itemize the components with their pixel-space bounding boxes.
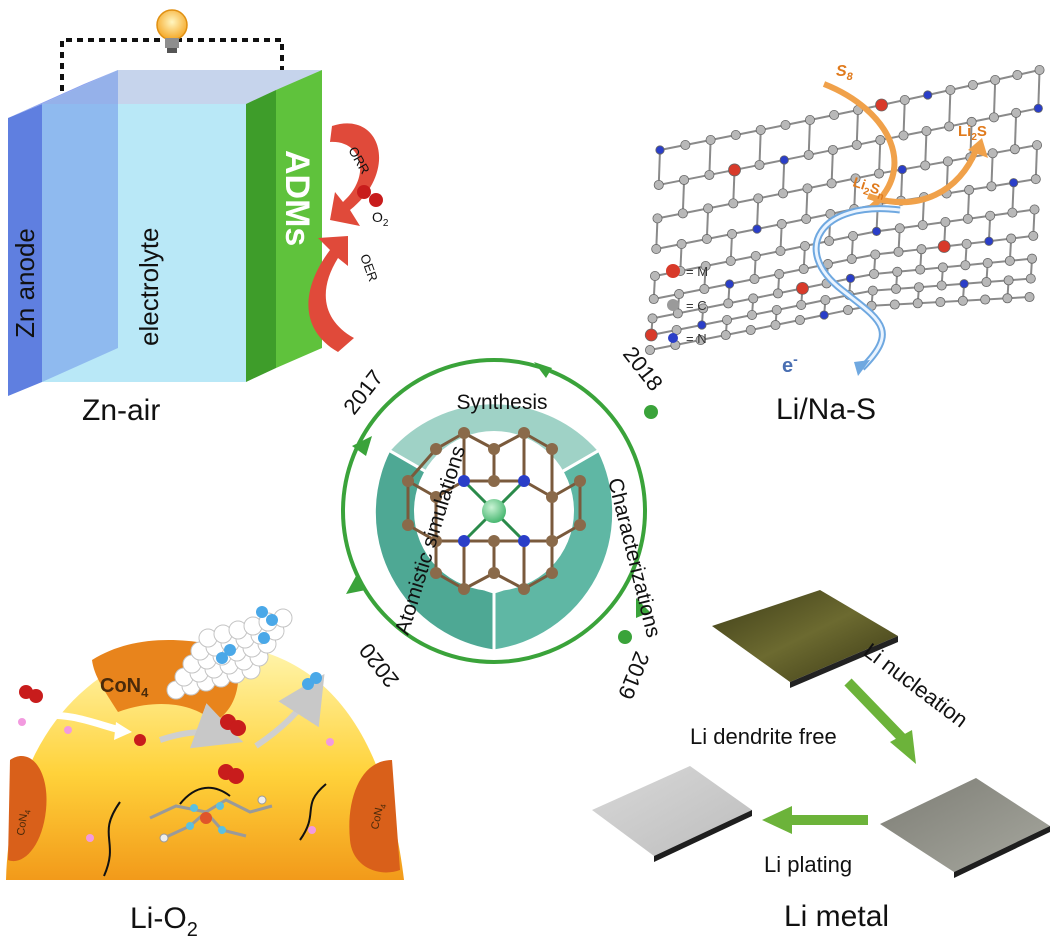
timeline-ring [341, 358, 647, 664]
timeline-wheel: Synthesis Characterizations Atomistic si… [338, 342, 668, 703]
nucleation-arrow [844, 678, 908, 744]
dendrite-free-label: Li dendrite free [690, 724, 837, 749]
adms-label: ADMs [278, 150, 316, 246]
plate-nucleated [880, 778, 1050, 872]
ring-arrow-2018 [534, 362, 552, 378]
con4-right-domain [349, 760, 400, 873]
plate-bare-edge [790, 636, 898, 688]
s8-label: S8 [836, 63, 854, 83]
o2-label: O2 [372, 209, 389, 229]
legend-nitrogen-label: = N [686, 331, 707, 346]
legend-carbon-icon [667, 299, 679, 311]
nucleation-arrowhead [890, 730, 916, 764]
legend-carbon-label: = C [686, 298, 707, 313]
li2s-conversion-arrow [867, 148, 979, 206]
li-na-s-panel: S8 Li2S Li2Sn e- = M = C = N Li/Na-S [644, 63, 1045, 426]
year-2019: 2019 [613, 648, 655, 703]
zn-anode-side [8, 104, 42, 396]
ring-arrow-2020 [346, 576, 366, 594]
plate-bare-substrate [712, 590, 898, 682]
plate-nucleated-edge [954, 826, 1050, 878]
zn-anode-top [8, 70, 118, 118]
li2sn-label: Li2Sn [850, 174, 888, 203]
white-flow-arrow [37, 711, 121, 734]
graphene-lattice [644, 65, 1045, 356]
lightbulb-icon [156, 9, 188, 53]
li-o2-caption: Li-O2 [130, 902, 198, 941]
li-o2-panel: CoN4 CoN4 CoN4 [6, 606, 404, 941]
segment-synthesis-label: Synthesis [456, 391, 547, 414]
electrolyte-label: electrolyte [134, 228, 164, 347]
li-metal-caption: Li metal [784, 900, 889, 933]
oer-arrow [308, 236, 354, 352]
li-na-s-caption: Li/Na-S [776, 393, 876, 426]
zn-anode-label: Zn anode [10, 228, 40, 338]
mn4-structure [402, 427, 586, 595]
li2s-label: Li2S [958, 123, 987, 143]
plating-arrowhead [762, 806, 792, 834]
legend-nitrogen-icon [668, 333, 678, 343]
con4-left-domain [8, 755, 47, 862]
zn-anode-front [42, 70, 118, 382]
con4-top-label: CoN4 [100, 675, 149, 700]
con4-left-label: CoN4 [15, 808, 33, 837]
electron-arrow-core [814, 207, 901, 370]
li2s-arrowhead [968, 138, 988, 158]
ring-arrow-2019 [636, 598, 650, 618]
year-2018: 2018 [618, 342, 668, 396]
con4-right-label: CoN4 [369, 802, 388, 831]
gray-flow-arrow-2 [254, 673, 325, 749]
legend-metal-icon [666, 264, 680, 278]
plate-plated [592, 766, 752, 856]
legend-metal-label: = M [686, 264, 708, 279]
plate-plated-edge [654, 810, 752, 862]
electron-arrowhead [854, 360, 870, 376]
gray-flow-arrow-1 [159, 703, 244, 749]
li-metal-panel: Li nucleation Li dendrite free Li platin… [592, 590, 1050, 933]
oer-label: OER [357, 252, 381, 284]
adms-side [246, 90, 276, 382]
lio2-molecules-icon [18, 606, 334, 842]
year-2020: 2020 [354, 638, 404, 692]
ring-node-2018 [644, 405, 658, 419]
o2-molecule-icon [357, 185, 383, 207]
ring-node-2019 [618, 630, 632, 644]
white-flow-arrowhead [114, 722, 132, 740]
plating-label: Li plating [764, 852, 852, 877]
segment-characterizations-label: Characterizations [603, 476, 665, 640]
ring-arrow-2017 [352, 436, 372, 456]
orr-arrow [330, 123, 380, 226]
electron-label: e- [782, 351, 798, 377]
zn-air-panel: Zn anode electrolyte ADMs ORR OER O2 Zn-… [8, 9, 389, 427]
atom-legend: = M = C = N [666, 264, 708, 346]
s8-conversion-arrow [822, 81, 898, 213]
molecular-complex-icon [103, 783, 327, 877]
zn-air-caption: Zn-air [82, 394, 160, 427]
